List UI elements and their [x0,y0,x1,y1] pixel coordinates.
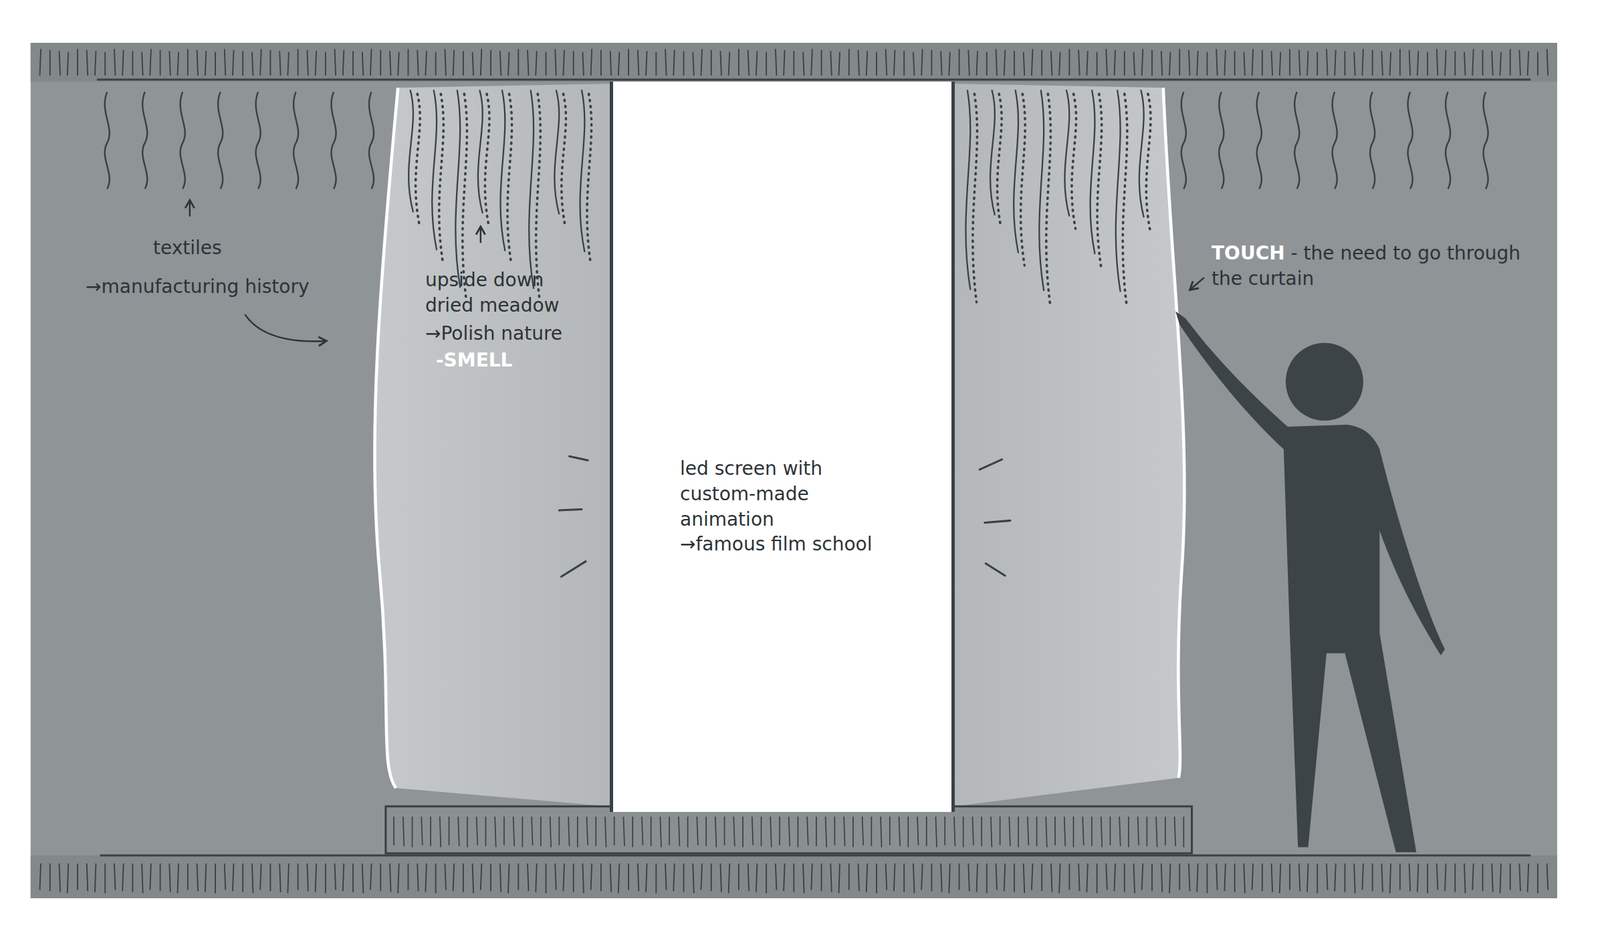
annotation: textiles [153,235,301,261]
curtain-edge [374,87,398,788]
screen-note: led screen with custom-made animation [679,455,901,532]
touch-note: TOUCH - the need to go through the curta… [1211,240,1526,292]
sense-label: -SMELL [435,347,570,374]
left-curtain [374,83,610,807]
ceiling-band [30,42,1558,82]
hatch-marks [40,48,1549,893]
led-screen: led screen with custom-made animation→fa… [609,81,955,812]
annotation: upside down dried meadow [425,267,593,319]
person-figure [1175,310,1445,852]
wall-ground [30,42,1558,898]
platform [385,806,1193,854]
platform-hatch [393,816,1184,848]
sense-label: TOUCH [1211,242,1286,265]
annotation: →Polish nature [425,320,600,347]
floor-band [30,855,1558,898]
ceiling-line [96,78,1531,81]
right-curtain [954,83,1185,807]
floor-line [100,853,1532,856]
curtain-edge [1163,87,1185,778]
screen-note: →famous film school [679,531,901,557]
annotation: →manufacturing history [85,274,374,300]
